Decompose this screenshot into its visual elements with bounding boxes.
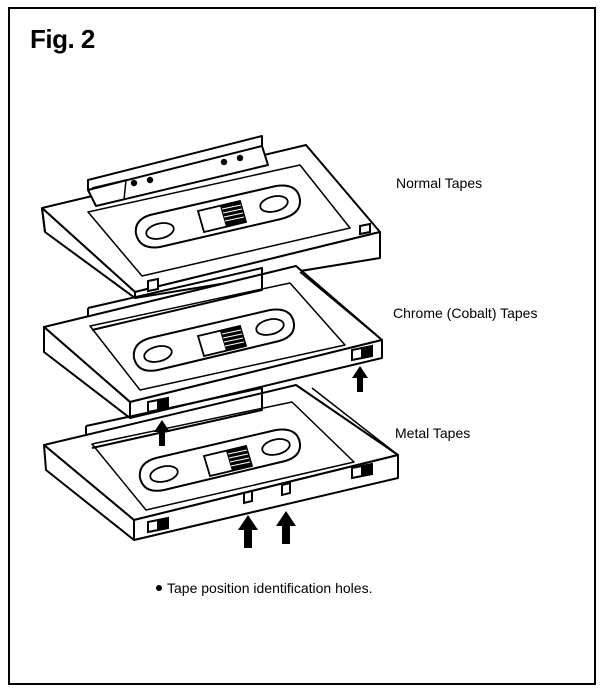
chrome-tapes-label: Chrome (Cobalt) Tapes [393,305,538,321]
figure-title: Fig. 2 [30,24,95,54]
bullet-icon [156,585,162,592]
identification-note: Tape position identification holes. [156,580,372,596]
metal-tape-cassette [43,384,399,541]
chrome-tape-cassette [43,265,383,419]
arrow-icon [238,515,258,548]
arrow-icon [276,511,296,544]
note-text: Tape position identification holes. [167,580,373,596]
arrow-icon [154,420,170,446]
figure-frame [8,7,596,685]
normal-tape-cassette [41,135,381,299]
normal-tapes-label: Normal Tapes [396,175,483,191]
metal-tapes-label: Metal Tapes [395,425,471,441]
arrow-icon [352,366,368,392]
